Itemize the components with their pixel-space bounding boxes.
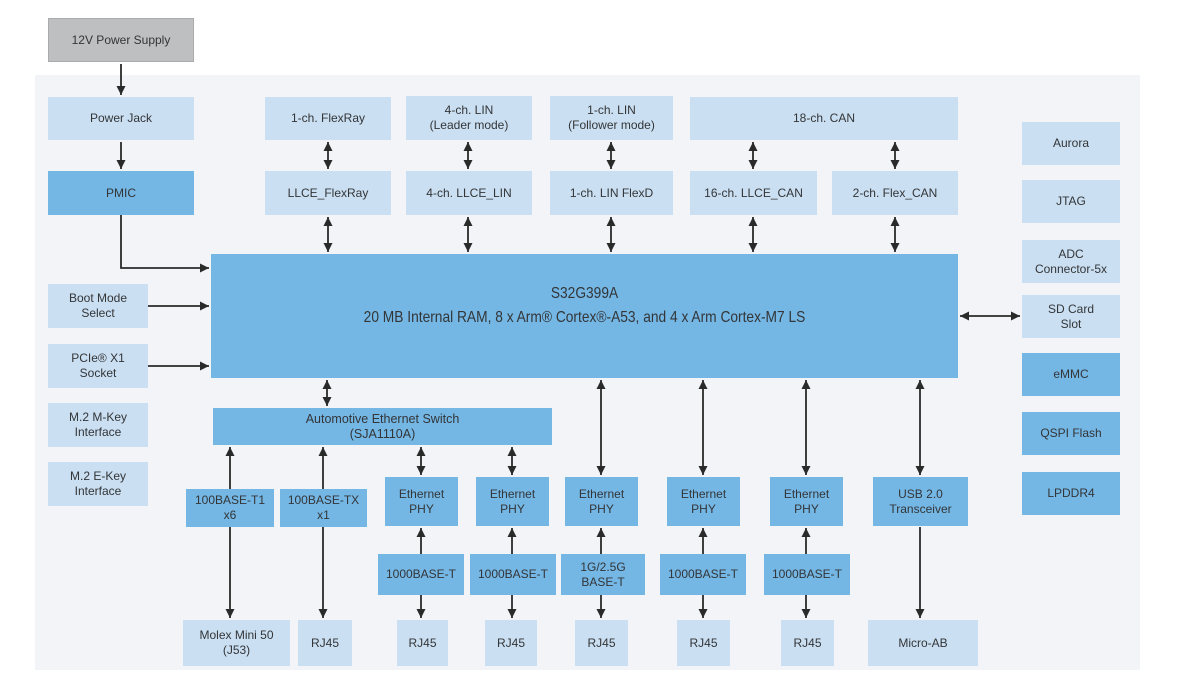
- block-sd-card-slot: SD Card Slot: [1022, 295, 1120, 338]
- block-power-supply-12v: 12V Power Supply: [48, 18, 194, 62]
- block-label-rj45-4: RJ45: [587, 635, 616, 650]
- block-lin-1ch-follower: 1-ch. LIN (Follower mode): [550, 96, 673, 140]
- block-label-molex-mini-50-j53: Molex Mini 50 (J53): [199, 628, 274, 657]
- block-label-usb2-transceiver: USB 2.0 Transceiver: [889, 486, 952, 516]
- block-usb2-transceiver: USB 2.0 Transceiver: [873, 477, 968, 526]
- block-label-sd-card-slot: SD Card Slot: [1047, 301, 1094, 331]
- block-label-lin-1ch-follower: 1-ch. LIN (Follower mode): [568, 103, 655, 132]
- block-1g-2-5g-base-t: 1G/2.5G BASE-T: [561, 554, 645, 595]
- block-molex-mini-50-j53: Molex Mini 50 (J53): [183, 620, 290, 666]
- block-m2-m-key-interface: M.2 M-Key Interface: [48, 403, 148, 447]
- block-rj45-6: RJ45: [781, 620, 834, 666]
- block-100base-tx-x1: 100BASE-TX x1: [280, 489, 367, 527]
- block-1000base-t-4: 1000BASE-T: [764, 554, 850, 595]
- block-label-pcie-x1-socket: PCIe® X1 Socket: [71, 351, 125, 380]
- block-lin-4ch-leader: 4-ch. LIN (Leader mode): [406, 96, 532, 140]
- block-label-1000base-t-3: 1000BASE-T: [667, 567, 739, 581]
- block-llce-can-16ch: 16-ch. LLCE_CAN: [690, 171, 817, 215]
- block-flex-can-2ch: 2-ch. Flex_CAN: [832, 171, 958, 215]
- block-can-18ch: 18-ch. CAN: [690, 97, 958, 140]
- block-1000base-t-1: 1000BASE-T: [378, 554, 464, 595]
- block-power-jack: Power Jack: [48, 97, 194, 140]
- block-m2-e-key-interface: M.2 E-Key Interface: [48, 462, 148, 506]
- block-ethernet-phy-2: Ethernet PHY: [476, 477, 549, 526]
- block-rj45-3: RJ45: [485, 620, 537, 666]
- block-llce-flexray: LLCE_FlexRay: [265, 171, 391, 215]
- block-label-power-supply-12v: 12V Power Supply: [71, 32, 171, 47]
- block-label-rj45-6: RJ45: [793, 635, 822, 650]
- block-rj45-2: RJ45: [397, 620, 448, 666]
- block-llce-lin-4ch: 4-ch. LLCE_LIN: [406, 171, 532, 215]
- block-pcie-x1-socket: PCIe® X1 Socket: [48, 344, 148, 388]
- block-label-jtag: JTAG: [1056, 194, 1086, 208]
- block-emmc: eMMC: [1022, 353, 1120, 396]
- block-label-flexray-1ch: 1-ch. FlexRay: [290, 111, 366, 125]
- block-label-ethernet-phy-5: Ethernet PHY: [783, 486, 830, 516]
- block-label-soc-s32g399a: S32G399A 20 MB Internal RAM, 8 x Arm® Co…: [363, 285, 806, 326]
- block-label-ethernet-phy-3: Ethernet PHY: [578, 486, 625, 516]
- block-soc-s32g399a: S32G399A 20 MB Internal RAM, 8 x Arm® Co…: [211, 254, 958, 378]
- block-ethernet-phy-4: Ethernet PHY: [667, 477, 740, 526]
- block-lin-flexd-1ch: 1-ch. LIN FlexD: [550, 171, 673, 215]
- block-rj45-4: RJ45: [575, 620, 628, 666]
- block-aurora: Aurora: [1022, 122, 1120, 165]
- block-label-rj45-5: RJ45: [689, 635, 718, 650]
- block-label-llce-flexray: LLCE_FlexRay: [287, 185, 369, 200]
- block-ethernet-phy-1: Ethernet PHY: [385, 477, 458, 526]
- block-label-can-18ch: 18-ch. CAN: [792, 111, 856, 125]
- block-rj45-5: RJ45: [677, 620, 730, 666]
- block-label-ethernet-phy-2: Ethernet PHY: [489, 486, 536, 516]
- block-boot-mode-select: Boot Mode Select: [48, 284, 148, 328]
- block-label-100base-t1-x6: 100BASE-T1 x6: [194, 493, 266, 522]
- block-label-micro-ab: Micro-AB: [898, 635, 948, 650]
- block-label-1g-2-5g-base-t: 1G/2.5G BASE-T: [580, 559, 626, 589]
- block-label-rj45-1: RJ45: [310, 635, 339, 650]
- block-automotive-ethernet-switch: Automotive Ethernet Switch (SJA1110A): [213, 408, 552, 445]
- block-100base-t1-x6: 100BASE-T1 x6: [186, 489, 274, 527]
- block-label-adc-connector-5x: ADC Connector-5x: [1034, 246, 1108, 276]
- block-rj45-1: RJ45: [298, 620, 352, 666]
- block-label-llce-can-16ch: 16-ch. LLCE_CAN: [704, 185, 803, 200]
- block-label-1000base-t-1: 1000BASE-T: [385, 567, 457, 581]
- block-label-qspi-flash: QSPI Flash: [1040, 426, 1102, 440]
- block-jtag: JTAG: [1022, 180, 1120, 223]
- block-flexray-1ch: 1-ch. FlexRay: [265, 97, 391, 140]
- block-ethernet-phy-3: Ethernet PHY: [565, 477, 638, 526]
- block-label-lin-4ch-leader: 4-ch. LIN (Leader mode): [429, 103, 509, 132]
- block-qspi-flash: QSPI Flash: [1022, 412, 1120, 455]
- block-adc-connector-5x: ADC Connector-5x: [1022, 240, 1120, 283]
- block-label-aurora: Aurora: [1052, 136, 1090, 150]
- block-label-ethernet-phy-1: Ethernet PHY: [398, 486, 445, 516]
- block-label-1000base-t-2: 1000BASE-T: [477, 567, 549, 581]
- block-label-automotive-ethernet-switch: Automotive Ethernet Switch (SJA1110A): [305, 411, 460, 441]
- block-label-boot-mode-select: Boot Mode Select: [68, 291, 128, 320]
- block-1000base-t-3: 1000BASE-T: [660, 554, 746, 595]
- block-lpddr4: LPDDR4: [1022, 472, 1120, 515]
- block-label-m2-e-key-interface: M.2 E-Key Interface: [69, 469, 126, 498]
- block-label-100base-tx-x1: 100BASE-TX x1: [287, 493, 360, 522]
- block-label-1000base-t-4: 1000BASE-T: [771, 567, 843, 581]
- block-label-lin-flexd-1ch: 1-ch. LIN FlexD: [569, 185, 654, 200]
- block-label-rj45-2: RJ45: [408, 635, 437, 650]
- block-label-llce-lin-4ch: 4-ch. LLCE_LIN: [426, 185, 512, 200]
- block-label-rj45-3: RJ45: [496, 635, 525, 650]
- block-label-pmic: PMIC: [106, 185, 136, 200]
- block-label-flex-can-2ch: 2-ch. Flex_CAN: [852, 185, 938, 200]
- block-pmic: PMIC: [48, 171, 194, 215]
- block-1000base-t-2: 1000BASE-T: [470, 554, 556, 595]
- block-ethernet-phy-5: Ethernet PHY: [770, 477, 843, 526]
- block-label-ethernet-phy-4: Ethernet PHY: [680, 486, 727, 516]
- block-label-m2-m-key-interface: M.2 M-Key Interface: [68, 410, 127, 439]
- block-label-lpddr4: LPDDR4: [1047, 486, 1095, 500]
- block-micro-ab: Micro-AB: [868, 620, 978, 666]
- block-label-power-jack: Power Jack: [89, 111, 153, 125]
- block-label-emmc: eMMC: [1053, 367, 1089, 381]
